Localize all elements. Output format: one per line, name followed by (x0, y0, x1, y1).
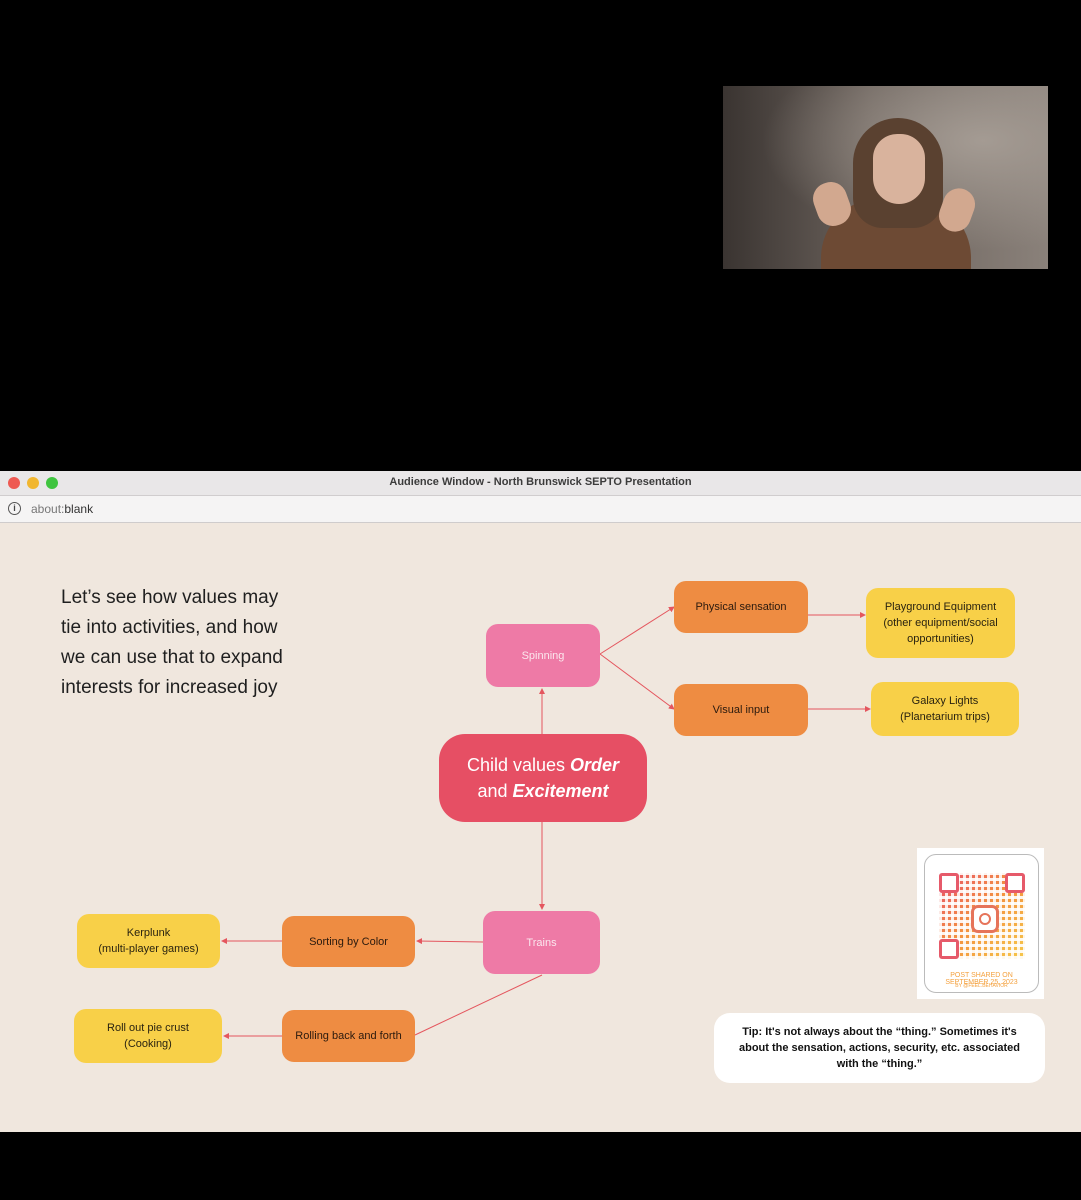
tip-box: Tip: It's not always about the “thing.” … (714, 1013, 1045, 1083)
qr-frame: POST SHARED ON SEPTEMBER 25, 2023 BY @FE… (924, 854, 1039, 993)
zoom-window-button[interactable] (46, 477, 58, 489)
webcam-video (723, 86, 1048, 269)
arrow-spinning-to-visual (599, 653, 675, 710)
heading-line: interests for increased joy (61, 677, 278, 698)
central-node: Child values Order and Excitement (439, 734, 647, 822)
node-text: (Cooking) (124, 1038, 172, 1050)
address-bar[interactable]: i about:blank (0, 496, 1081, 523)
node-text: Roll out pie crust (107, 1022, 189, 1034)
node-trains: Trains (483, 911, 600, 974)
heading-line: Let’s see how values may (61, 587, 279, 608)
audience-window: Audience Window - North Brunswick SEPTO … (0, 471, 1081, 1132)
node-rolling: Rolling back and forth (282, 1010, 415, 1062)
node-text: opportunities) (907, 633, 974, 645)
node-visual-input: Visual input (674, 684, 808, 736)
node-spinning: Spinning (486, 624, 600, 687)
arrow-trains-to-sorting (416, 938, 484, 945)
qr-corner-marker (939, 873, 959, 893)
node-text: Playground Equipment (884, 601, 997, 613)
connector-arrows (221, 606, 871, 1039)
url-scheme: about: (31, 502, 65, 516)
heading-line: we can use that to expand (61, 647, 283, 668)
node-playground-equipment: Playground Equipment (other equipment/so… (866, 588, 1015, 658)
node-text: Kerplunk (126, 927, 171, 939)
node-galaxy-lights: Galaxy Lights (Planetarium trips) (871, 682, 1019, 736)
info-icon[interactable]: i (8, 502, 21, 515)
arrow-trains-to-rolling (414, 974, 543, 1036)
heading-line: tie into activities, and how (61, 617, 278, 638)
node-pie-crust: Roll out pie crust (Cooking) (74, 1009, 222, 1063)
url-path: blank (64, 502, 94, 516)
instagram-qr-code: POST SHARED ON SEPTEMBER 25, 2023 BY @FE… (917, 848, 1044, 999)
instagram-icon (971, 905, 999, 933)
bottom-black-area (0, 1132, 1081, 1200)
center-prefix: Child values (466, 755, 571, 775)
qr-handle: BY @FEEL.BEHAVIOR (955, 983, 1008, 989)
node-text: Galaxy Lights (911, 695, 979, 707)
node-physical-sensation: Physical sensation (674, 581, 808, 633)
url-text[interactable]: about:blank (31, 502, 93, 516)
node-kerplunk: Kerplunk (multi-player games) (77, 914, 220, 968)
center-bold-excitement: Excitement (512, 781, 609, 801)
node-text: (Planetarium trips) (900, 711, 990, 723)
slide-heading: Let’s see how values may tie into activi… (61, 583, 361, 703)
window-title: Audience Window - North Brunswick SEPTO … (389, 476, 692, 488)
node-text: (other equipment/social (883, 617, 998, 629)
center-bold-order: Order (570, 755, 620, 775)
qr-corner-marker (939, 939, 959, 959)
qr-caption: POST SHARED ON SEPTEMBER 25, 2023 (945, 972, 1018, 986)
close-window-button[interactable] (8, 477, 20, 489)
qr-corner-marker (1005, 873, 1025, 893)
arrow-spinning-to-physical (599, 606, 675, 655)
title-bar[interactable]: Audience Window - North Brunswick SEPTO … (0, 471, 1081, 496)
presentation-slide: Let’s see how values may tie into activi… (1, 523, 1080, 1132)
node-text: (multi-player games) (98, 943, 199, 955)
node-sorting-by-color: Sorting by Color (282, 916, 415, 967)
center-middle: and (477, 781, 513, 801)
presenter-face (873, 134, 925, 204)
minimize-window-button[interactable] (27, 477, 39, 489)
